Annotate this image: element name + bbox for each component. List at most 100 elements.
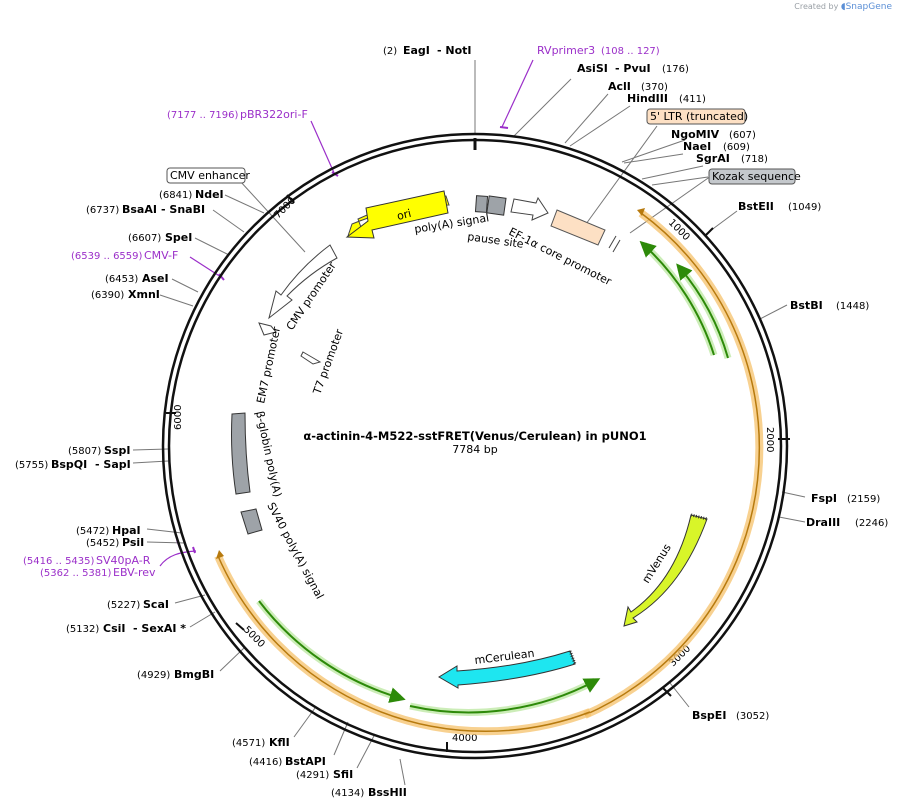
- site-pos: (4416): [249, 757, 282, 768]
- cmv-promoter-feature: [268, 244, 338, 320]
- tick-label: 6000: [173, 405, 184, 430]
- site-hindiii: HindIII: [627, 92, 668, 105]
- site-sfii: SfiI: [333, 768, 353, 781]
- site-pos: (6607): [128, 233, 161, 244]
- orf-band-upper-line: [584, 212, 761, 716]
- primer-cmvf-range: (6539 .. 6559): [71, 251, 143, 262]
- ef1a-promoter-small-arrow: [510, 196, 549, 221]
- site-asei: AseI: [142, 272, 169, 285]
- ltr-break: [608, 235, 617, 249]
- site-bsshii: BssHII: [368, 786, 407, 799]
- kozak-box: [708, 168, 796, 185]
- ef1a-promoter-feature: [550, 209, 606, 246]
- primer-sv40pa: SV40pA-R: [96, 554, 151, 567]
- em7-label: EM7 promoter: [254, 325, 283, 404]
- site-hpai: HpaI: [112, 524, 141, 537]
- snapgene-credit: Created by ◖SnapGene: [794, 2, 892, 12]
- ori-label: ori: [396, 207, 413, 223]
- site-pos: (4571): [232, 738, 265, 749]
- site-pos: (6737): [86, 205, 119, 216]
- site-bstapi: BstAPI: [285, 755, 326, 768]
- orf-arrows: [256, 240, 732, 716]
- site-pos: (718): [741, 154, 768, 165]
- site-naei: NaeI: [683, 140, 711, 153]
- site-eagi: EagI: [403, 44, 430, 57]
- bglobin-polya-feature: [231, 412, 251, 495]
- major-ticks: [166, 194, 790, 752]
- site-pos: (5755): [15, 460, 48, 471]
- site-scai: ScaI: [143, 598, 169, 611]
- site-sgrai: SgrAI: [696, 152, 730, 165]
- tick-label: 4000: [452, 733, 477, 744]
- orf-band-upper: [583, 209, 764, 719]
- site-noti: - NotI: [437, 44, 472, 57]
- orf-arrow-2: [676, 263, 729, 359]
- ltr-box-label: 5' LTR (truncated): [650, 110, 748, 123]
- site-ndei: NdeI: [195, 188, 224, 201]
- pause-site-feature: [486, 195, 507, 216]
- site-pos: (2): [383, 46, 397, 57]
- t7-promoter-feature: [300, 351, 322, 365]
- site-pos: (607): [729, 130, 756, 141]
- primer-leaders: [159, 59, 534, 567]
- em7-promoter-feature: [258, 322, 277, 336]
- site-pos: (6841): [159, 190, 192, 201]
- site-pvui: - PvuI: [615, 62, 651, 75]
- ltr-box: [646, 108, 746, 125]
- snapgene-logo-icon: ◖: [840, 2, 846, 12]
- ori-arrow: [345, 190, 449, 239]
- cmv-enhancer-label: CMV enhancer: [170, 169, 250, 182]
- mcerulean-feature: [438, 650, 576, 689]
- site-snabi: - SnaBI: [161, 203, 205, 216]
- kozak-box-label: Kozak sequence: [712, 170, 801, 183]
- orf-band-ends: [216, 208, 645, 559]
- plasmid-title: α-actinin-4-M522-sstFRET(Venus/Cerulean)…: [303, 429, 646, 443]
- site-pos: (609): [723, 142, 750, 153]
- credit-prefix: Created by: [794, 2, 839, 11]
- site-pos: (4291): [296, 770, 329, 781]
- site-pos: (5227): [107, 600, 140, 611]
- site-pos: (370): [641, 82, 668, 93]
- site-bmgbi: BmgBI: [174, 668, 214, 681]
- cmv-enhancer-box: [166, 167, 246, 184]
- mvenus-feature: [623, 514, 708, 627]
- orf-arrow-4: [258, 600, 406, 703]
- site-draiii: DraIII: [806, 516, 840, 529]
- site-pos: (1049): [788, 202, 821, 213]
- site-acli: AclI: [608, 80, 631, 93]
- sv40-label: SV40 poly(A) signal: [264, 500, 326, 601]
- orf-bands: [214, 209, 764, 736]
- site-pos: (411): [679, 94, 706, 105]
- site-pos: (5452): [86, 538, 119, 549]
- credit-brand: SnapGene: [845, 2, 892, 12]
- site-pos: (1448): [836, 301, 869, 312]
- primer-cmvf: CMV-F: [144, 249, 178, 262]
- site-spei: SpeI: [165, 231, 192, 244]
- site-pos: (6390): [91, 290, 124, 301]
- primer-sv40pa-range: (5416 .. 5435): [23, 556, 95, 567]
- plasmid-size: 7784 bp: [452, 443, 497, 456]
- primer-pbr322ori: pBR322ori-F: [240, 108, 308, 121]
- site-pos: (5132): [66, 624, 99, 635]
- site-pos: (176): [662, 64, 689, 75]
- site-ngomiv: NgoMIV: [671, 128, 720, 141]
- site-pos: (2246): [855, 518, 888, 529]
- site-xmni: XmnI: [128, 288, 160, 301]
- site-fspi: FspI: [811, 492, 837, 505]
- site-pos: (5807): [68, 446, 101, 457]
- orf-arrow-3: [409, 678, 601, 714]
- site-bspqi: BspQI: [51, 458, 87, 471]
- site-pos: (6453): [105, 274, 138, 285]
- site-bsaai: BsaAI: [122, 203, 157, 216]
- orf-arrow-1: [639, 240, 715, 356]
- site-sexai: - SexAI *: [133, 622, 186, 635]
- bglobin-label: β-globin poly(A): [253, 410, 284, 498]
- site-sapi: - SapI: [95, 458, 131, 471]
- backbone-outer: [161, 132, 789, 760]
- polya-signal-feature: [474, 195, 489, 213]
- orf-band-lower-line: [217, 555, 591, 732]
- site-csii: CsiI: [103, 622, 125, 635]
- primer-rvprimer3: RVprimer3: [537, 44, 595, 57]
- site-kfli: KflI: [269, 736, 290, 749]
